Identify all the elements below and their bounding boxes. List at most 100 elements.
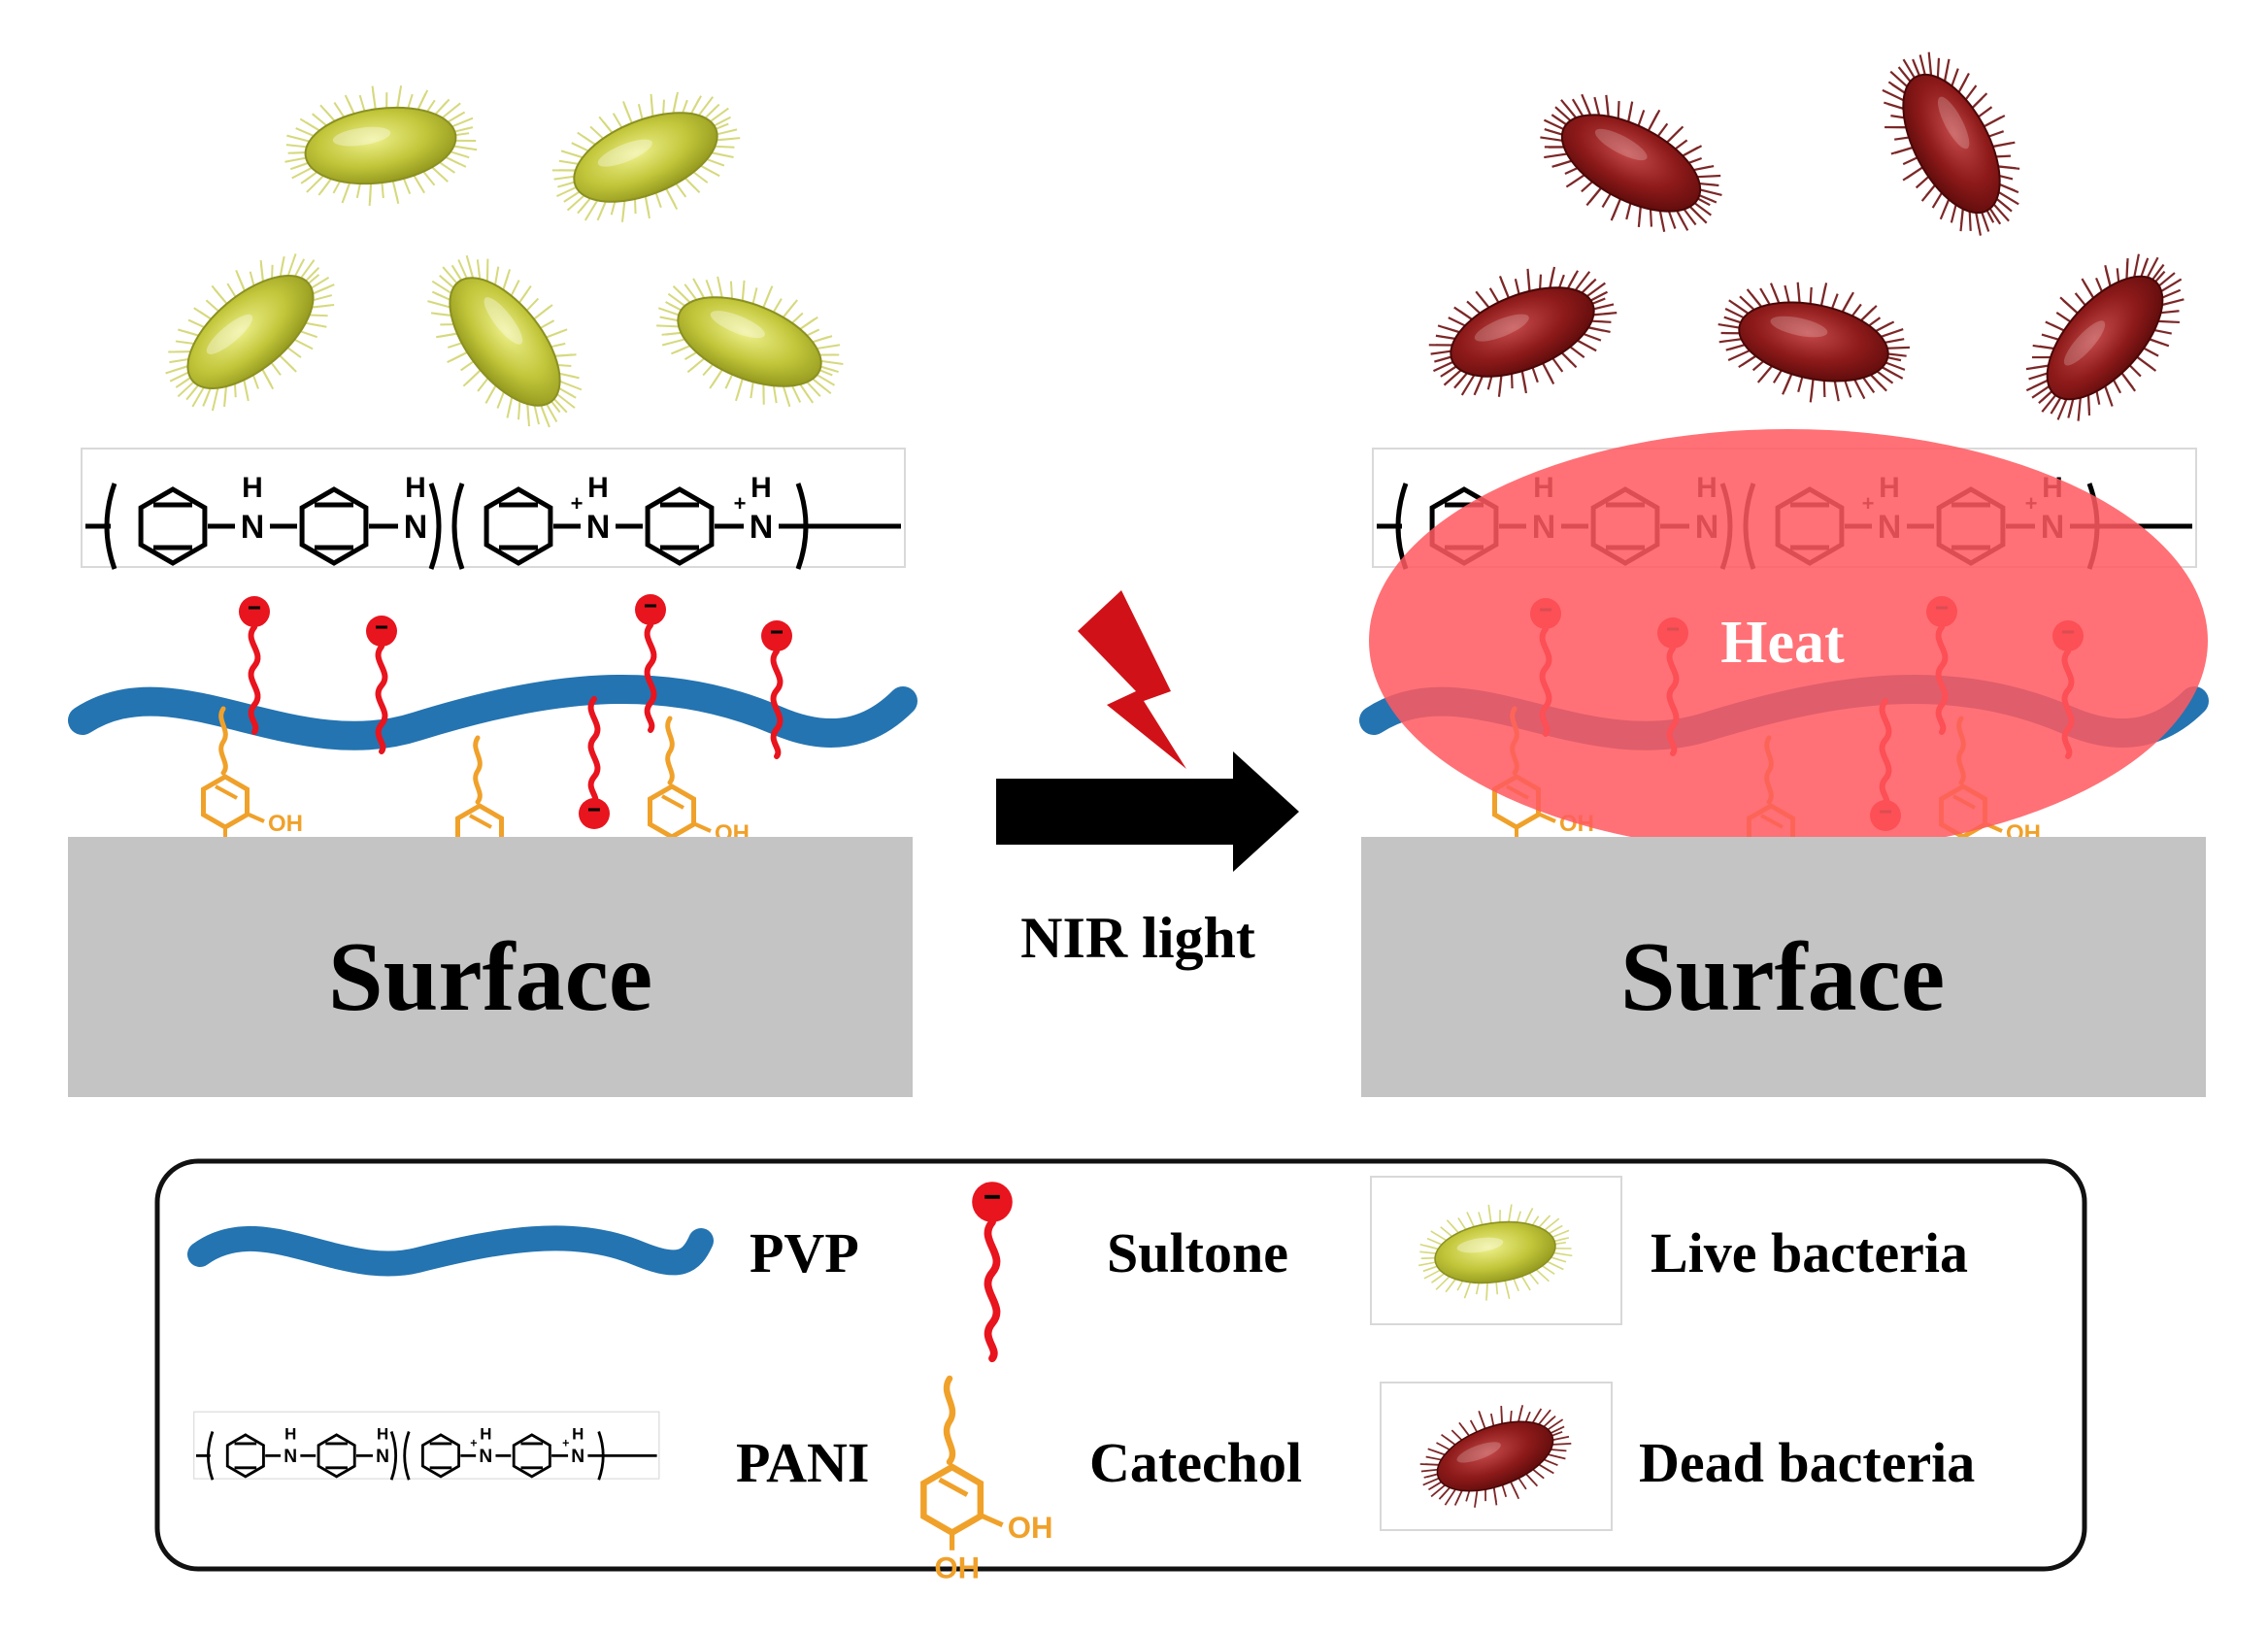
legend-item-sultone: Sultone	[972, 1182, 1288, 1363]
live-bacteria-group	[165, 85, 844, 428]
catechol-linker	[218, 706, 228, 776]
pani-ring	[138, 486, 208, 566]
pani-ring	[317, 1433, 356, 1479]
live-bacteria-icon	[1418, 1204, 1573, 1301]
catechol-double-bond	[469, 814, 492, 829]
surface-block-right	[1361, 837, 2206, 1097]
bacterium-flagella	[1428, 266, 1618, 397]
pani-frame	[193, 1411, 660, 1480]
pvp-backbone	[68, 674, 917, 750]
nir-light-label: NIR light	[1020, 906, 1255, 970]
bacterium-flagella	[1718, 282, 1910, 403]
sultone-tail	[248, 624, 261, 735]
pani-nitrogen: N	[241, 509, 265, 546]
bacterium-body	[677, 296, 822, 387]
pani-bracket	[389, 1431, 398, 1481]
legend-label-dead: Dead bacteria	[1639, 1431, 1975, 1494]
sultone-chain	[579, 696, 610, 829]
live-bacterium	[656, 276, 844, 408]
right-arrow-icon	[996, 751, 1299, 872]
catechol-double-bond	[215, 784, 238, 800]
pani-hydrogen: H	[587, 472, 609, 504]
legend-label-pvp: PVP	[750, 1221, 859, 1284]
pani-ring	[299, 486, 369, 566]
sultone-chain	[635, 594, 666, 733]
surface-label-right: Surface	[1620, 922, 1945, 1032]
pani-hydrogen: H	[242, 472, 263, 504]
live-bacterium	[427, 254, 583, 428]
sultone-head	[635, 594, 666, 625]
catechol-bond	[692, 821, 712, 833]
sultone-head	[579, 798, 610, 829]
sultone-tail	[587, 696, 601, 807]
catechol-ring	[648, 783, 696, 840]
bacterium-highlight	[1474, 314, 1529, 342]
bacterium-flagella	[1540, 93, 1722, 232]
pani-nitrogen: N	[750, 509, 774, 546]
bacterium-highlight	[1770, 316, 1828, 338]
bacterium-highlight	[1456, 1237, 1504, 1253]
catechol-ring	[920, 1463, 984, 1537]
bacterium-body	[304, 106, 457, 185]
lightning-bolt-icon	[1078, 590, 1186, 769]
sultone-head	[761, 620, 792, 651]
live-bacterium	[165, 253, 335, 412]
bacterium-body	[573, 112, 718, 203]
bacterium-body	[1434, 1220, 1556, 1284]
pani-ring	[420, 1433, 460, 1479]
sultone-chain	[366, 616, 397, 754]
legend-item-live-bacteria: Live bacteria	[1370, 1176, 1968, 1325]
bacterium-flagella	[656, 276, 844, 408]
catechol-hydroxyl: OH	[268, 811, 303, 837]
pani-hydrogen: H	[405, 472, 426, 504]
dead-bacteria-group	[1428, 51, 2185, 421]
catechol-linker	[943, 1375, 956, 1466]
bacterium-body	[449, 277, 561, 407]
bacterium-body	[186, 275, 315, 389]
sultone-tail	[644, 622, 657, 733]
bacterium-flagella	[427, 254, 583, 428]
bacterium-body	[1560, 114, 1702, 213]
bacterium-body	[2046, 275, 2164, 401]
live-bacterium	[551, 91, 741, 222]
sultone-chain	[239, 596, 270, 735]
pani-nitrogen: N	[479, 1447, 492, 1467]
sultone-chains	[239, 594, 792, 829]
bacterium-flagella	[1418, 1204, 1573, 1301]
pvp-icon	[187, 1225, 714, 1277]
pani-nitrogen: N	[376, 1447, 389, 1467]
bacterium-highlight	[1937, 96, 1970, 150]
pani-nitrogen: N	[586, 509, 611, 546]
bacterium-body	[1450, 286, 1595, 378]
catechol-double-bond	[661, 794, 684, 810]
catechol-linker	[473, 735, 483, 805]
pani-bracket	[451, 483, 465, 570]
legend-label-catechol: Catechol	[1089, 1431, 1302, 1494]
sultone-tail	[770, 649, 784, 759]
legend-item-dead-bacteria: Dead bacteria	[1380, 1382, 1975, 1531]
legend-item-pvp: PVP	[187, 1221, 859, 1284]
bacterium-flagella	[1882, 51, 2020, 236]
sultone-icon	[972, 1182, 1013, 1363]
heat-label: Heat	[1720, 610, 1845, 676]
sultone-tail	[375, 644, 388, 754]
pani-nitrogen: N	[571, 1447, 584, 1467]
pani-hydrogen: H	[572, 1424, 584, 1443]
bacterium-highlight	[2063, 320, 2106, 366]
bacterium-flagella	[551, 91, 741, 222]
bacterium-highlight	[1594, 128, 1648, 161]
bacterium-highlight	[332, 126, 391, 147]
bacterium-body	[1738, 301, 1889, 383]
dead-bacterium	[1428, 266, 1618, 397]
catechol-ring	[201, 774, 250, 830]
pani-hydrogen: H	[750, 472, 772, 504]
bacterium-highlight	[1456, 1442, 1501, 1463]
catechol-double-bond	[938, 1477, 969, 1497]
